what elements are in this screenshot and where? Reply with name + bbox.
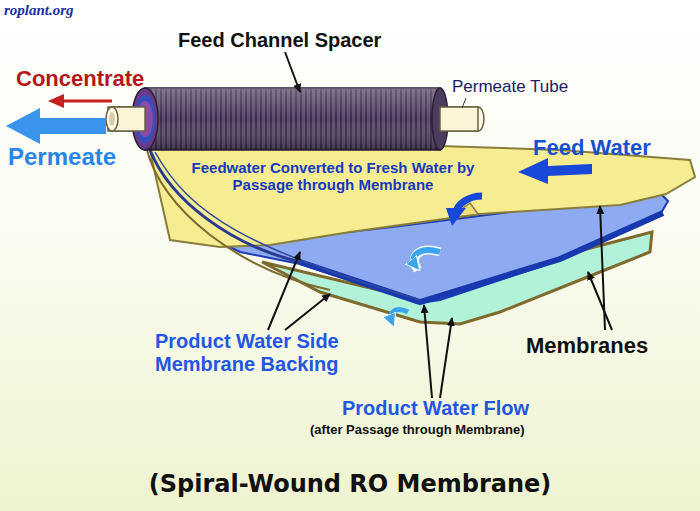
feed-arrow — [446, 208, 466, 226]
product-flow-arrow — [413, 250, 440, 266]
leader-line — [268, 252, 300, 330]
leader-line — [285, 52, 300, 92]
sheet-note: Feedwater Converted to Fresh Water by Pa… — [178, 159, 488, 194]
flow-label: Concentrate — [16, 66, 144, 91]
leader-line — [424, 305, 432, 398]
product-flow-arrow — [414, 250, 440, 270]
concentrate-arrow — [48, 94, 64, 108]
caption: (Spiral-Wound RO Membrane) — [0, 471, 700, 499]
permeate-arrow — [6, 108, 106, 144]
leader-line — [588, 272, 612, 330]
permeate-tube — [440, 107, 478, 131]
flow-label: Feed Water — [533, 135, 651, 160]
part-label: Product Water Side Membrane Backing — [155, 330, 365, 376]
tube-end — [106, 107, 118, 131]
part-label: Membranes — [526, 333, 648, 358]
flow-label: Permeate — [8, 143, 116, 171]
product-flow-arrow — [391, 310, 408, 322]
membrane-sheet — [150, 146, 695, 247]
spacer-roll — [145, 88, 440, 150]
roll-shading — [145, 88, 440, 150]
part-label: Permeate Tube — [452, 77, 568, 97]
feed-arrow — [518, 158, 592, 184]
leader-line — [285, 294, 330, 330]
flow-label: Product Water Flow — [342, 397, 529, 420]
note-label: (after Passage through Membrane) — [310, 423, 525, 438]
leader-line — [462, 98, 466, 108]
leader-line — [440, 318, 452, 398]
tube-bore — [109, 112, 115, 126]
part-label: Feed Channel Spacer — [178, 29, 381, 52]
concentrate-arrow — [62, 100, 112, 103]
watermark: roplant.org — [4, 2, 74, 19]
